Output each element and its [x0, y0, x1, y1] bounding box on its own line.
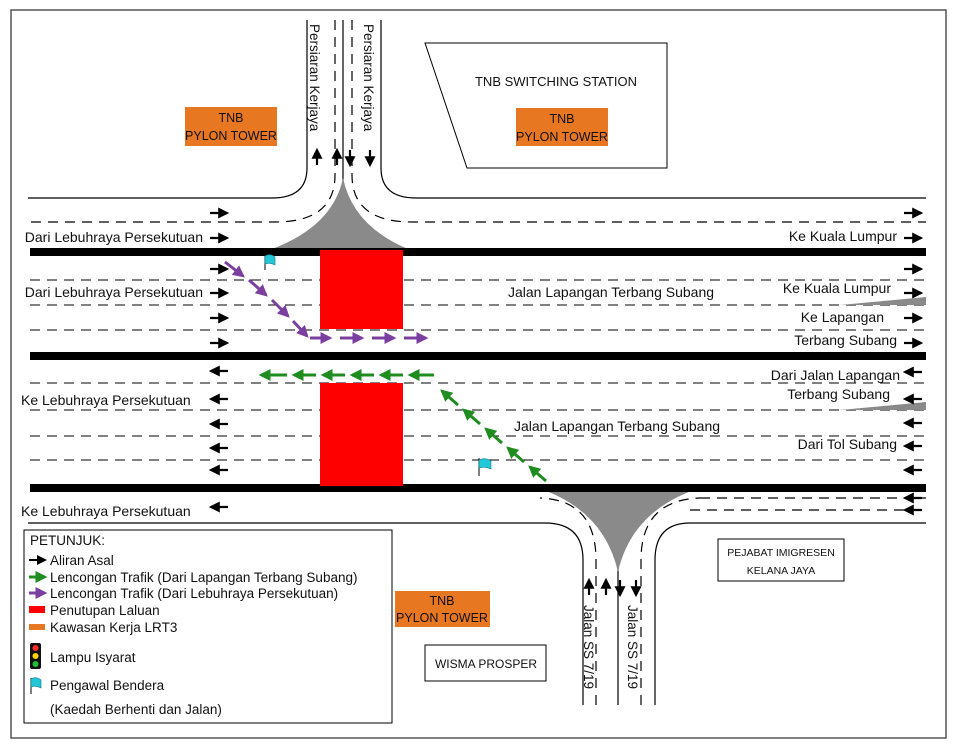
tnb-switching-station [424, 42, 668, 169]
ke-lebuhraya-label-1: Ke Lebuhraya Persekutuan [21, 392, 191, 408]
traffic-light-icon [30, 643, 41, 669]
pylon-center-line1: TNB [550, 112, 575, 126]
road-closure-upper [320, 250, 403, 329]
pejabat-imigresen [717, 538, 845, 582]
pylon-center-line2: PYLON TOWER [516, 130, 608, 144]
pylon-tower-left [185, 107, 277, 146]
pylon-left-line2: PYLON TOWER [185, 129, 277, 143]
pylon-bottom-line1: TNB [430, 594, 455, 608]
persiaran-kerjaya-right: Persiaran Kerjaya [361, 24, 376, 132]
legend-lampu: Lampu Isyarat [50, 650, 136, 665]
pylon-tower-center [516, 108, 608, 146]
jalan-ss-road [28, 497, 926, 705]
traffic-island-top [272, 178, 408, 249]
flag-icon [478, 458, 492, 476]
dari-lebuhraya-label-2: Dari Lebuhraya Persekutuan [25, 284, 203, 300]
jalan-lapangan-lower: Jalan Lapangan Terbang Subang [514, 418, 720, 434]
merge-taper-upper [840, 297, 926, 305]
road-closure-lower [320, 383, 403, 486]
pylon-tower-bottom [395, 591, 490, 627]
persiaran-kerjaya-left: Persiaran Kerjaya [307, 24, 322, 132]
legend-penutupan: Penutupan Laluan [50, 603, 160, 618]
dari-tol-subang-label: Dari Tol Subang [798, 436, 897, 452]
ke-kuala-lumpur-label-2: Ke Kuala Lumpur [783, 280, 892, 296]
dari-lebuhraya-label-1: Dari Lebuhraya Persekutuan [25, 229, 203, 245]
carriageway-edges [30, 248, 926, 492]
ke-kuala-lumpur-label-1: Ke Kuala Lumpur [789, 228, 898, 244]
map-frame [10, 9, 947, 739]
legend: PETUNJUK: Aliran Asal Lencongan Trafik (… [23, 529, 393, 724]
pejabat-line1: PEJABAT IMIGRESEN [727, 547, 835, 559]
dari-jalan-lapangan-label-1: Dari Jalan Lapangan [771, 367, 900, 383]
ke-lapangan-label-1: Ke Lapangan [801, 309, 884, 325]
legend-lencongan-purple: Lencongan Trafik (Dari Lebuhraya Perseku… [50, 586, 338, 601]
ke-lapangan-label-2: Terbang Subang [794, 332, 897, 348]
legend-pengawal: Pengawal Bendera [50, 678, 165, 693]
jalan-ss-right: Jalan SS 7/19 [625, 605, 640, 689]
flow-arrows [208, 147, 924, 598]
persiaran-kerjaya-road [28, 20, 926, 223]
legend-swatch-kawasan [29, 624, 45, 630]
legend-aliran-asal: Aliran Asal [50, 553, 114, 568]
jalan-ss-left: Jalan SS 7/19 [581, 605, 596, 689]
legend-kawasan-kerja: Kawasan Kerja LRT3 [50, 620, 177, 635]
wisma-prosper-label: WISMA PROSPER [435, 657, 537, 671]
tnb-switching-label: TNB SWITCHING STATION [475, 74, 637, 89]
pylon-left-line1: TNB [219, 111, 244, 125]
dari-jalan-lapangan-label-2: Terbang Subang [787, 386, 890, 402]
ke-lebuhraya-label-2: Ke Lebuhraya Persekutuan [21, 503, 191, 519]
legend-lencongan-green: Lencongan Trafik (Dari Lapangan Terbang … [50, 570, 357, 585]
wisma-prosper [424, 644, 547, 682]
flag-icon [264, 254, 276, 270]
legend-swatch-penutupan [29, 606, 45, 613]
pejabat-line2: KELANA JAYA [747, 565, 815, 577]
jalan-lapangan-upper: Jalan Lapangan Terbang Subang [508, 284, 714, 300]
traffic-island-bottom [538, 488, 700, 572]
legend-kaedah: (Kaedah Berhenti dan Jalan) [50, 702, 222, 717]
detour-green [258, 369, 547, 483]
lane-markings [30, 279, 926, 461]
merge-taper-lower [840, 402, 926, 410]
pylon-bottom-line2: PYLON TOWER [396, 611, 488, 625]
flag-icon [30, 677, 42, 694]
legend-box [23, 529, 393, 724]
legend-title: PETUNJUK: [30, 533, 105, 548]
